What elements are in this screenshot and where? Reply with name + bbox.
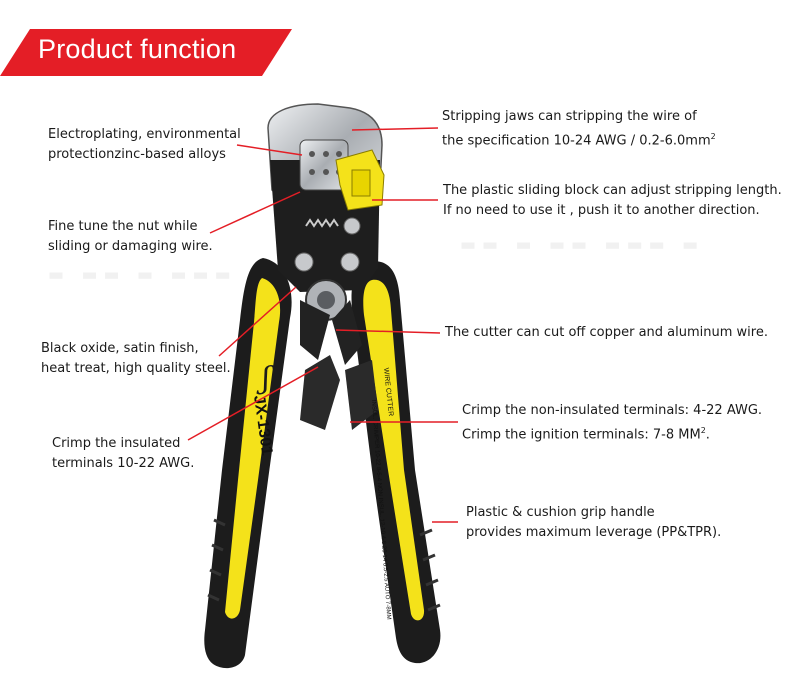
leader-fine-tune — [209, 191, 301, 234]
section-banner: Product function — [0, 29, 292, 76]
leader-crimp-insulated — [187, 366, 319, 441]
leader-electroplating — [236, 144, 303, 156]
watermark-text: ▬▬ ▬ ▬▬ ▬▬▬ ▬ — [460, 235, 705, 255]
callout-crimp-insulated: Crimp the insulated terminals 10-22 AWG. — [52, 436, 195, 471]
cutter-jaws — [300, 300, 378, 430]
leader-lines — [187, 127, 458, 523]
callout-crimp-noninsulated: Crimp the non-insulated terminals: 4-22 … — [462, 403, 763, 443]
callout-grip: Plastic & cushion grip handle provides m… — [466, 505, 722, 540]
leader-stripping-jaws — [351, 127, 439, 131]
callout-cutter: The cutter can cut off copper and alumin… — [445, 325, 768, 340]
watermark-text: ▬ ▬▬ ▬ ▬▬▬ — [48, 265, 237, 285]
banner-title: Product function — [38, 34, 237, 64]
banner-background — [0, 29, 292, 76]
left-handle — [204, 258, 292, 669]
callout-fine-tune: Fine tune the nut while sliding or damag… — [48, 219, 213, 254]
leader-black-oxide — [218, 286, 297, 357]
callout-sliding-block: The plastic sliding block can adjust str… — [443, 183, 782, 218]
callout-stripping-jaws: Stripping jaws can stripping the wire of… — [442, 109, 716, 149]
right-handle — [351, 261, 441, 664]
callout-electroplating: Electroplating, environmental protection… — [48, 127, 241, 162]
callout-black-oxide: Black oxide, satin finish, heat treat, h… — [41, 341, 231, 376]
leader-cutter — [335, 329, 441, 334]
